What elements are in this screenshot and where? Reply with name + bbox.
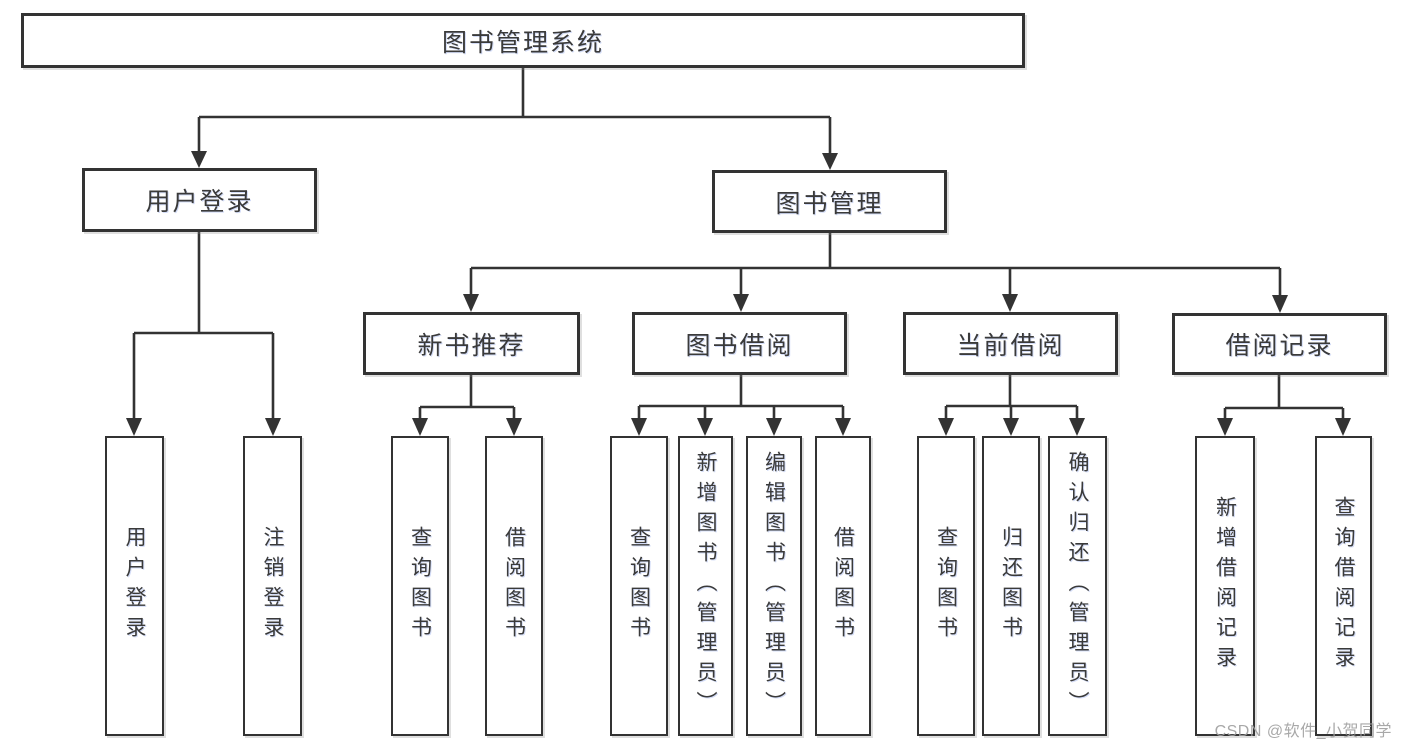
leaf-query-borrow-record: 查询借阅记录 [1315, 436, 1372, 736]
node-label: 借阅记录 [1225, 332, 1334, 360]
node-label: 新增图书（管理员） [694, 451, 717, 721]
connector-paths [132, 68, 1345, 421]
node-new-book-recommendation: 新书推荐 [363, 312, 580, 375]
leaf-add-book-admin: 新增图书（管理员） [678, 436, 733, 736]
node-label: 用户登录 [123, 526, 146, 646]
node-label: 新书推荐 [417, 331, 526, 360]
node-book-borrowing: 图书借阅 [632, 312, 847, 375]
node-library-management-system: 图书管理系统 [21, 13, 1025, 68]
node-book-management: 图书管理 [712, 170, 947, 233]
node-label: 查询图书 [408, 526, 432, 646]
node-label: 图书管理系统 [441, 28, 604, 57]
node-label: 图书借阅 [685, 331, 794, 360]
node-label: 新增借阅记录 [1213, 496, 1237, 676]
leaf-query-books-recommend: 查询图书 [391, 436, 449, 736]
watermark-text: CSDN @软件_小贺同学 [1214, 723, 1392, 740]
leaf-borrow-books-recommend: 借阅图书 [485, 436, 543, 736]
node-current-borrowing: 当前借阅 [903, 312, 1118, 375]
connector-arrowheads [126, 151, 1351, 436]
node-label: 查询图书 [627, 526, 651, 646]
node-label: 借阅图书 [831, 526, 855, 646]
leaf-logout: 注销登录 [243, 436, 302, 736]
leaf-query-books-current: 查询图书 [917, 436, 975, 736]
leaf-borrow-books-borrowing: 借阅图书 [815, 436, 871, 736]
leaf-user-login: 用户登录 [105, 436, 164, 736]
node-user-login: 用户登录 [82, 168, 317, 232]
node-label: 查询借阅记录 [1332, 496, 1355, 676]
node-label: 编辑图书（管理员） [762, 451, 786, 721]
leaf-confirm-return-admin: 确认归还（管理员） [1048, 436, 1107, 736]
node-label: 图书管理 [775, 189, 884, 218]
node-label: 用户登录 [145, 188, 254, 216]
node-label: 当前借阅 [956, 331, 1065, 360]
leaf-add-borrow-record: 新增借阅记录 [1195, 436, 1255, 736]
leaf-query-books-borrowing: 查询图书 [610, 436, 668, 736]
node-borrowing-records: 借阅记录 [1172, 313, 1387, 375]
node-label: 查询图书 [934, 526, 958, 646]
node-label: 归还图书 [999, 526, 1023, 646]
node-label: 确认归还（管理员） [1066, 451, 1089, 721]
leaf-return-books: 归还图书 [982, 436, 1040, 736]
node-label: 借阅图书 [502, 526, 526, 646]
leaf-edit-book-admin: 编辑图书（管理员） [746, 436, 802, 736]
node-label: 注销登录 [261, 526, 284, 646]
